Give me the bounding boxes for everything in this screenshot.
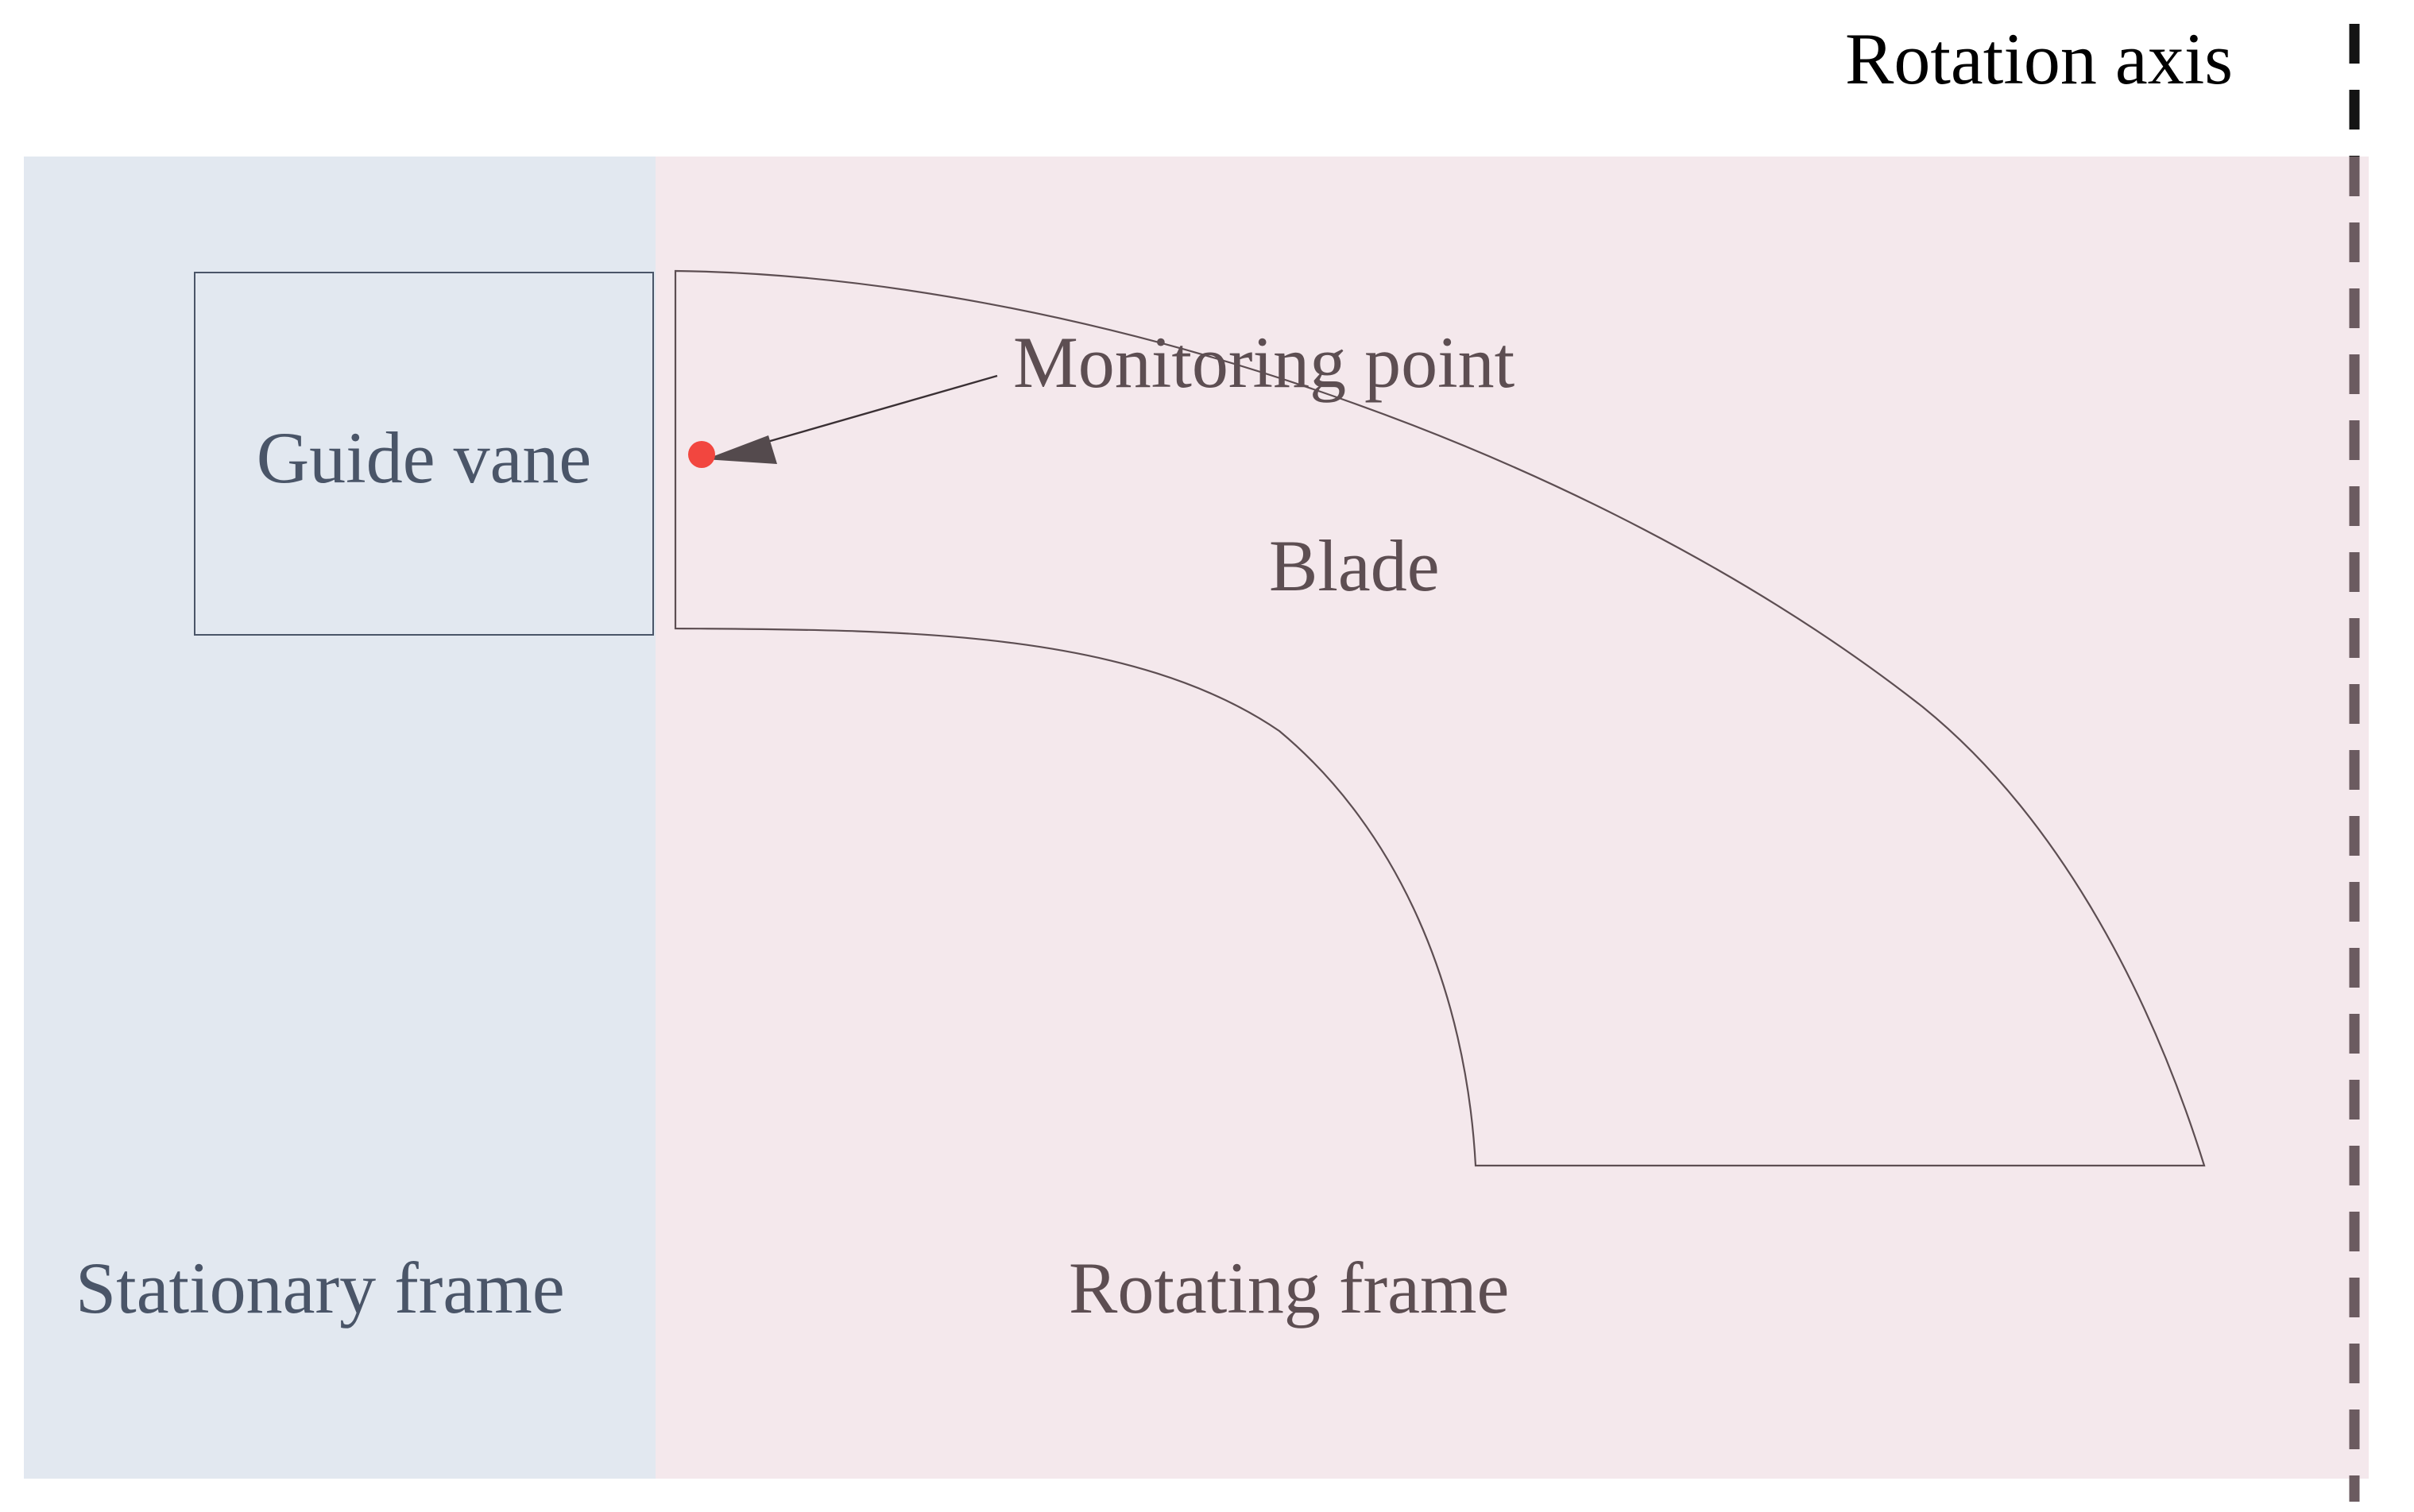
guide-vane-label: Guide vane [256,417,592,498]
stationary-frame-region [24,157,656,1479]
guide-vane-shape [194,272,654,636]
rotation-axis-label: Rotation axis [1845,18,2234,99]
blade-label: Blade [1269,525,1440,606]
rotating-frame-label: Rotating frame [1069,1247,1510,1328]
monitoring-point-label: Monitoring point [1013,322,1515,403]
stationary-frame-label: Stationary frame [75,1247,565,1328]
